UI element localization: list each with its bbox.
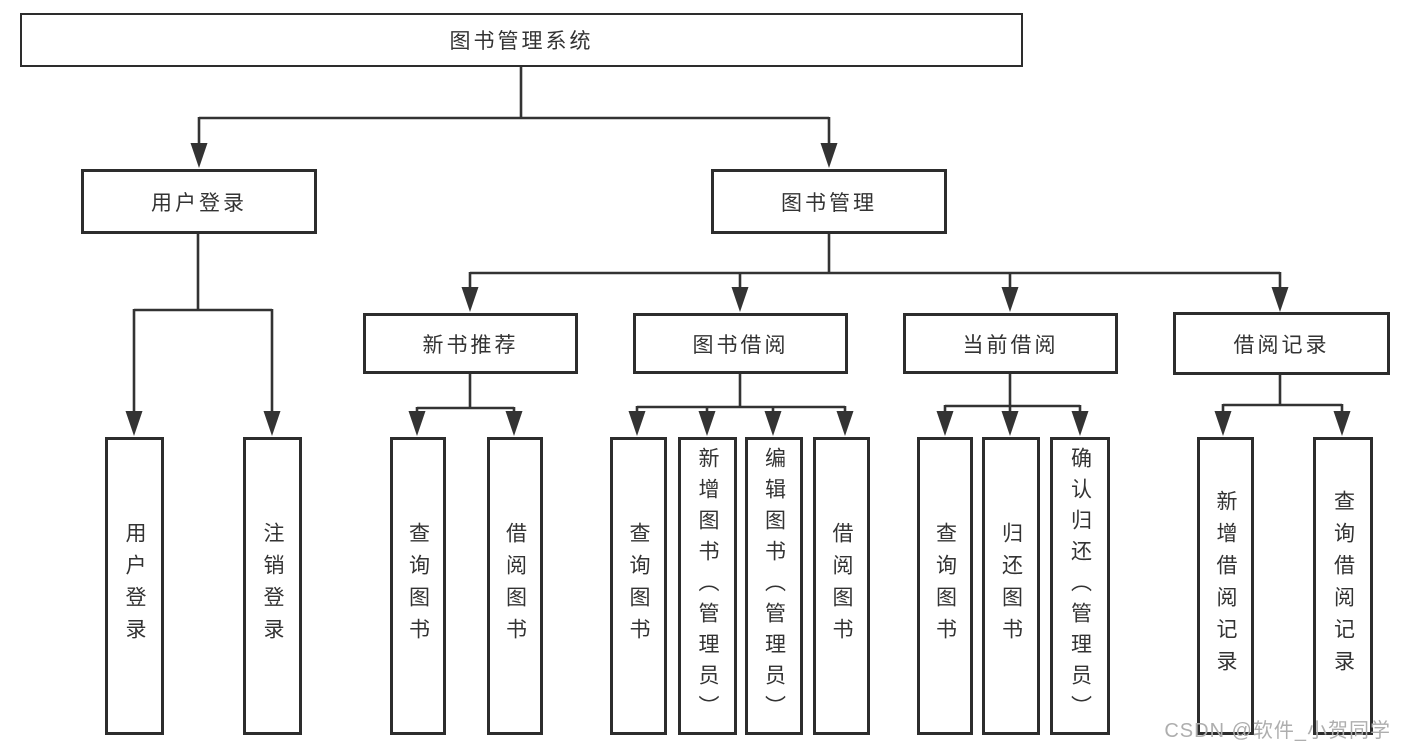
node-root-system-label: 图书管理系统 [449,30,594,53]
leaf-user-login: 用户登录 [105,437,164,735]
leaf-current-return-books: 归还图书 [982,437,1040,735]
leaf-record-add-borrow-record: 新增借阅记录 [1197,437,1254,735]
leaf-newbook-borrow-books: 借阅图书 [487,437,543,735]
node-user-login-label: 用户登录 [151,191,247,215]
leaf-current-confirm-return-admin: 确认归还（管理员） [1050,437,1110,735]
node-new-book-recommend: 新书推荐 [363,313,578,374]
node-borrow-records: 借阅记录 [1173,312,1390,375]
node-borrow-records-label: 借阅记录 [1233,333,1330,357]
leaf-borrow-edit-books-admin: 编辑图书（管理员） [745,437,803,735]
node-root-system: 图书管理系统 [20,13,1023,67]
node-user-login: 用户登录 [81,169,317,234]
leaf-newbook-query-books: 查询图书 [390,437,446,735]
node-new-book-recommend-label: 新书推荐 [422,333,519,357]
connector-current-borrow-children [936,374,1089,436]
connector-user-login-children [125,234,281,436]
leaf-borrow-borrow-books: 借阅图书 [813,437,870,735]
connector-book-borrow-children [628,374,854,436]
connector-borrow-record-children [1214,375,1351,436]
node-book-borrow: 图书借阅 [633,313,848,374]
node-book-management: 图书管理 [711,169,947,234]
node-book-borrow-label: 图书借阅 [692,333,789,357]
node-book-management-label: 图书管理 [781,191,877,215]
node-current-borrow-label: 当前借阅 [962,333,1059,357]
connector-book-management-children [461,234,1289,312]
node-current-borrow: 当前借阅 [903,313,1118,374]
leaf-borrow-query-books: 查询图书 [610,437,667,735]
leaf-logout: 注销登录 [243,437,302,735]
connector-root-to-level2 [190,66,838,168]
leaf-borrow-add-books-admin: 新增图书（管理员） [678,437,737,735]
leaf-record-query-borrow-record: 查询借阅记录 [1313,437,1373,735]
watermark: CSDN @软件_小贺同学 [1164,720,1391,742]
leaf-current-query-books: 查询图书 [917,437,973,735]
connector-new-book-children [408,374,523,436]
